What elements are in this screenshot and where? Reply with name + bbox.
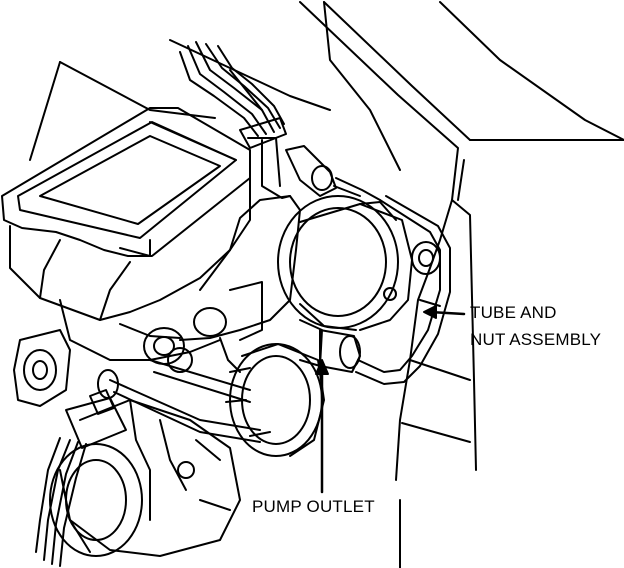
- tube-and-nut-label-line2: NUT ASSEMBLY: [470, 330, 602, 349]
- pump-outlet-label: PUMP OUTLET: [252, 493, 375, 520]
- wiring-harness-bottom: [35, 389, 127, 567]
- reservoir-body: [9, 177, 251, 321]
- tube-and-nut-assembly: [355, 195, 451, 385]
- tube-leader-arrow: [423, 305, 437, 319]
- firewall-panel: [299, 1, 624, 568]
- pump-outlet-leader-arrow: [315, 359, 329, 375]
- left-port: [13, 329, 71, 407]
- pump-outlet-label-text: PUMP OUTLET: [252, 497, 375, 516]
- brake-lines: [97, 347, 261, 443]
- pump-housing: [59, 137, 301, 373]
- tube-and-nut-label-line1: TUBE AND: [470, 303, 557, 322]
- leader-lines: [315, 305, 466, 494]
- tube-and-nut-assembly-label: TUBE AND NUT ASSEMBLY: [470, 299, 601, 353]
- electric-motor: [49, 399, 241, 557]
- reservoir-lid: [1, 107, 251, 257]
- pressure-switch: [285, 145, 381, 201]
- cowl-lines: [29, 39, 331, 161]
- accumulator: [277, 195, 413, 331]
- wiring-harness-top: [179, 41, 287, 149]
